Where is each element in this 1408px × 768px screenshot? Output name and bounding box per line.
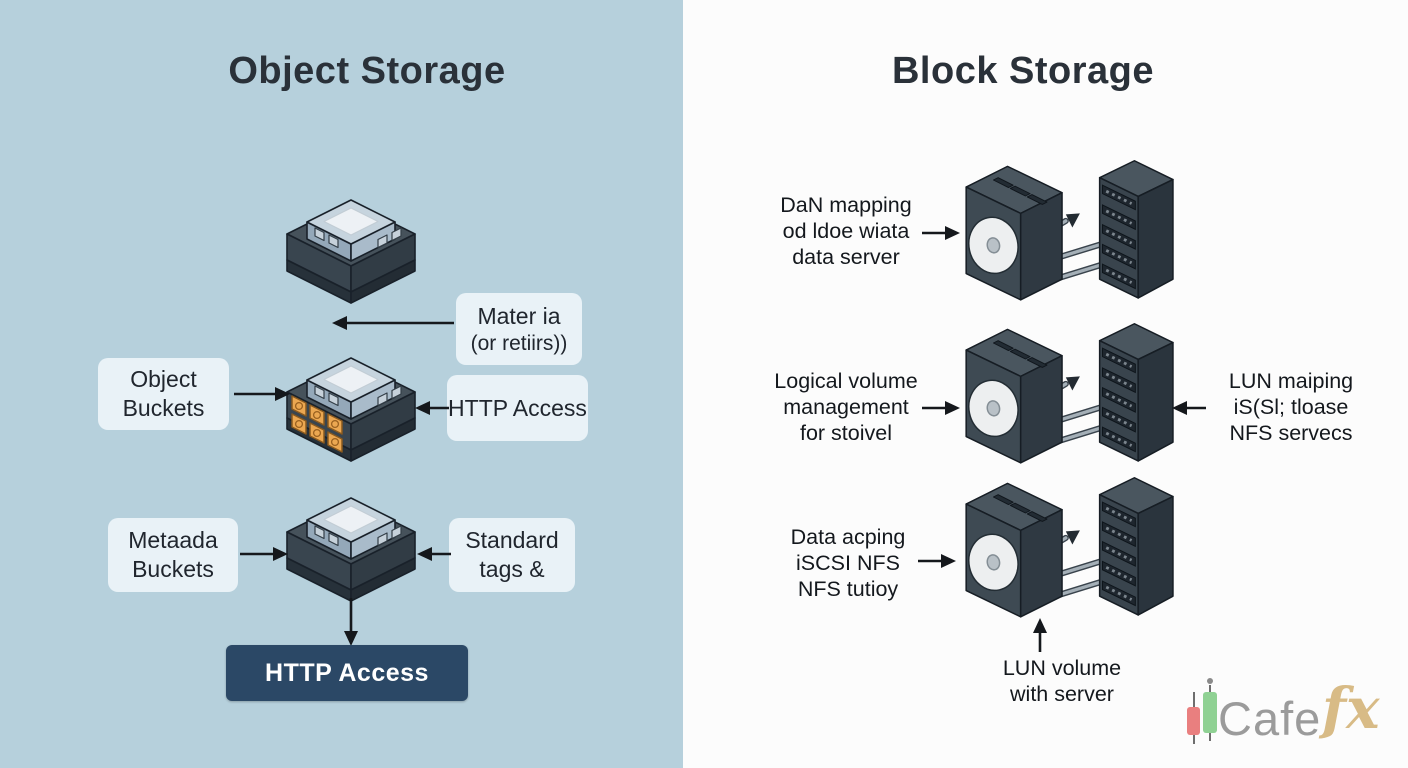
arrow-up-icon bbox=[1033, 618, 1047, 652]
arrow-left-icon bbox=[332, 316, 454, 330]
disk-server-illustration bbox=[953, 155, 1188, 315]
arrow-left-icon bbox=[1172, 401, 1206, 415]
object-buckets-callout: Object Buckets bbox=[98, 358, 229, 430]
callout-text: Buckets bbox=[132, 556, 214, 582]
callout-text: Standard bbox=[465, 527, 559, 553]
logo-wordmark: Cafe bbox=[1218, 692, 1322, 745]
arrow-left-icon bbox=[417, 547, 451, 561]
standard-tags-callout: Standard tags & bbox=[449, 518, 575, 592]
data-access-label: Data acping iSCSI NFS NFS tutioy bbox=[790, 525, 906, 601]
callout-text: Buckets bbox=[122, 395, 205, 421]
disk-server-illustration bbox=[953, 472, 1188, 632]
callout-text: (or retiirs)) bbox=[470, 331, 568, 355]
callout-text: HTTP Access bbox=[448, 394, 587, 421]
arrow-right-icon bbox=[240, 547, 288, 561]
arrow-right-icon bbox=[922, 226, 960, 240]
object-bucket-cube-illustration bbox=[281, 334, 421, 464]
arrow-right-icon bbox=[922, 401, 960, 415]
logo-dot-icon bbox=[1207, 678, 1213, 684]
metadata-note-callout: Mater ia (or retiirs)) bbox=[456, 293, 582, 365]
arrow-left-icon bbox=[415, 401, 449, 415]
metadata-buckets-callout: Metaada Buckets bbox=[108, 518, 238, 592]
san-mapping-label: DaN mapping od ldoe wiata data server bbox=[780, 193, 912, 269]
metadata-cube-illustration bbox=[286, 497, 416, 602]
http-access-callout: HTTP Access bbox=[447, 375, 588, 441]
arrow-right-icon bbox=[234, 387, 290, 401]
red-candlestick-icon bbox=[1187, 707, 1200, 735]
callout-text: Metaada bbox=[128, 527, 218, 553]
storage-cube-illustration bbox=[286, 199, 416, 304]
http-access-button: HTTP Access bbox=[226, 645, 468, 701]
logo-accent: fx bbox=[1322, 676, 1380, 742]
disk-server-illustration bbox=[953, 318, 1188, 478]
green-candlestick-icon bbox=[1203, 692, 1217, 733]
object-storage-title: Object Storage bbox=[228, 50, 506, 92]
lun-mapping-label: LUN maiping iS(Sl; tloase NFS servecs bbox=[1228, 369, 1354, 445]
callout-text: Mater ia bbox=[477, 302, 561, 329]
lun-volume-label: LUN volume with server bbox=[1002, 656, 1122, 706]
arrow-down-icon bbox=[344, 598, 358, 646]
http-access-button-label: HTTP Access bbox=[265, 658, 429, 687]
arrow-right-icon bbox=[918, 554, 956, 568]
callout-text: Object bbox=[130, 366, 197, 392]
logical-volume-label: Logical volume management for stoivel bbox=[774, 369, 918, 445]
block-storage-title: Block Storage bbox=[891, 50, 1155, 92]
callout-text: tags & bbox=[479, 556, 545, 582]
